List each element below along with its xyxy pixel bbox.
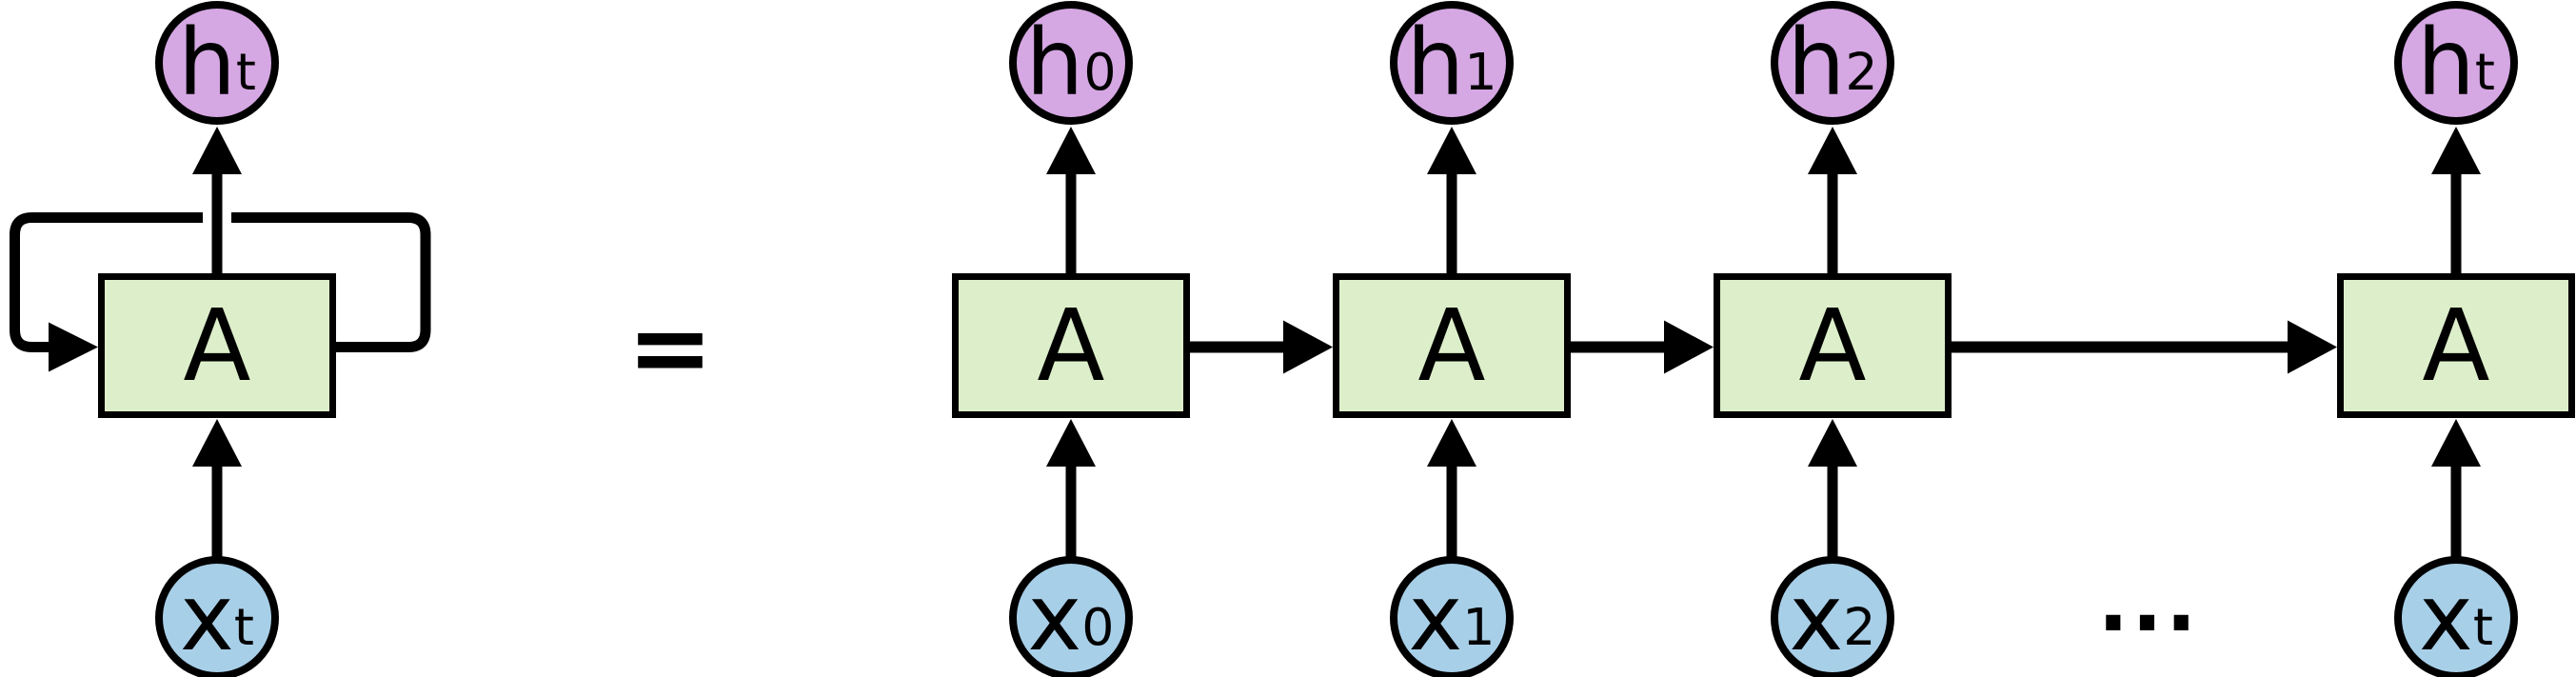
input-subscript: t xyxy=(233,596,254,657)
output-arrowhead xyxy=(1808,127,1857,174)
rnn-cell-t2: A xyxy=(1714,273,1952,418)
input-label: x xyxy=(2419,565,2473,671)
equals-sign: = xyxy=(626,289,714,408)
input-subscript: 2 xyxy=(1843,596,1876,657)
rnn-cell-label: A xyxy=(183,288,251,404)
state-arrowhead xyxy=(1664,320,1714,374)
input-label: x xyxy=(1408,565,1463,671)
input-label: x xyxy=(180,565,234,671)
input-arrowhead xyxy=(192,419,242,467)
output-arrowhead xyxy=(192,127,242,174)
recurrence-loop-left-segment xyxy=(10,212,203,352)
rnn-cell-t1: A xyxy=(1333,273,1571,418)
hidden-state-label: h xyxy=(1025,10,1084,116)
input-subscript: 1 xyxy=(1462,596,1496,657)
hidden-state-subscript: t xyxy=(2474,41,2495,102)
rnn-cell-rolled: A xyxy=(98,273,336,418)
input-subscript: 0 xyxy=(1081,596,1115,657)
input-arrowhead xyxy=(2431,419,2481,467)
output-arrowhead xyxy=(1046,127,1096,174)
hidden-state-subscript: 2 xyxy=(1845,41,1878,102)
hidden-state-subscript: 1 xyxy=(1464,41,1497,102)
input-label: x xyxy=(1027,565,1082,671)
rnn-cell-label: A xyxy=(1037,288,1105,404)
input-arrowhead xyxy=(1427,419,1476,467)
state-arrowhead xyxy=(1283,320,1333,374)
rnn-cell-label: A xyxy=(2422,288,2490,404)
timesteps-ellipsis: ... xyxy=(2097,555,2200,650)
input-arrowhead xyxy=(1808,419,1857,467)
input-arrowhead xyxy=(1046,419,1096,467)
output-arrowhead xyxy=(1427,127,1476,174)
output-arrowhead xyxy=(2431,127,2481,174)
input-subscript: t xyxy=(2472,596,2493,657)
rnn-cell-t0: A xyxy=(952,273,1190,418)
hidden-state-label: h xyxy=(2417,10,2475,116)
rnn-cell-label: A xyxy=(1417,288,1486,404)
state-arrowhead xyxy=(2288,320,2337,374)
rnn-cell-tt: A xyxy=(2337,273,2575,418)
hidden-state-label: h xyxy=(178,10,236,116)
hidden-state-subscript: t xyxy=(235,41,256,102)
hidden-state-subscript: 0 xyxy=(1083,41,1117,102)
recurrence-loop-right-segment xyxy=(231,212,431,352)
hidden-state-label: h xyxy=(1406,10,1465,116)
recurrence-loop-arrowhead xyxy=(49,322,98,372)
hidden-state-label: h xyxy=(1787,10,1846,116)
rnn-cell-label: A xyxy=(1798,288,1867,404)
input-label: x xyxy=(1789,565,1844,671)
